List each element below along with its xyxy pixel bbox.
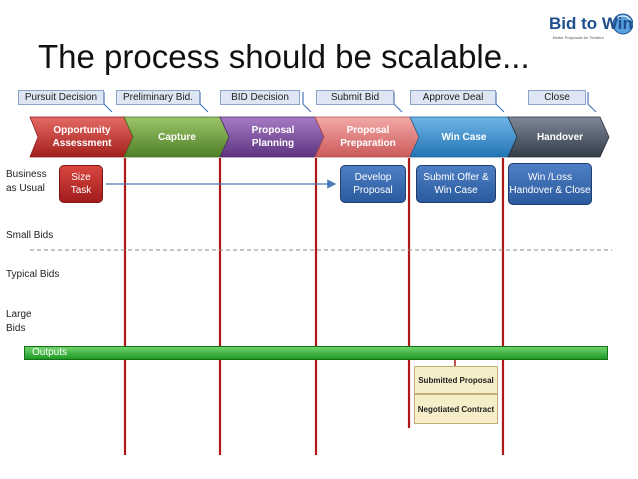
row-label-small-bids: Small Bids <box>6 230 54 241</box>
phase-label-proposal-preparation: Proposal Preparation <box>340 125 396 149</box>
gate-close: Close <box>528 90 586 105</box>
task-develop-proposal: Develop Proposal <box>340 165 406 203</box>
phase-chevron-handover <box>507 116 610 158</box>
task-submit-offer-win-case: Submit Offer & Win Case <box>416 165 496 203</box>
gate-lines <box>123 158 505 455</box>
gate-bid-decision: BID Decision <box>220 90 300 105</box>
outputs-bar <box>24 346 608 360</box>
logo-tagline: Better Proposals for Tenders <box>553 35 604 40</box>
gate-preliminary-bid: Preliminary Bid. <box>116 90 200 105</box>
row-label-large-bids: Large Bids <box>6 309 32 334</box>
output-doc-negotiated-contract: Negotiated Contract <box>414 394 498 424</box>
gate-approve-deal: Approve Deal <box>410 90 496 105</box>
phase-label-capture: Capture <box>158 132 196 143</box>
gate-flag-icons <box>103 92 597 113</box>
output-doc-submitted-proposal: Submitted Proposal <box>414 366 498 394</box>
row-label-business-as-usual: Business as Usual <box>6 169 47 194</box>
phase-label-handover: Handover <box>536 132 584 143</box>
phase-label-opportunity-assessment: Opportunity Assessment <box>52 125 112 149</box>
phase-label-win-case: Win Case <box>441 132 487 143</box>
outputs-label: Outputs <box>32 347 68 358</box>
page-title: The process should be scalable... <box>38 38 530 75</box>
row-label-typical-bids: Typical Bids <box>6 269 60 280</box>
gate-pursuit-decision: Pursuit Decision <box>18 90 104 105</box>
logo-name: Bid to Win <box>549 14 633 33</box>
task-size-task: Size Task <box>59 165 103 203</box>
gate-submit-bid: Submit Bid <box>316 90 394 105</box>
phase-label-proposal-planning: Proposal Planning <box>251 125 295 149</box>
task-win-loss-handover-close: Win /Loss Handover & Close <box>508 163 592 205</box>
